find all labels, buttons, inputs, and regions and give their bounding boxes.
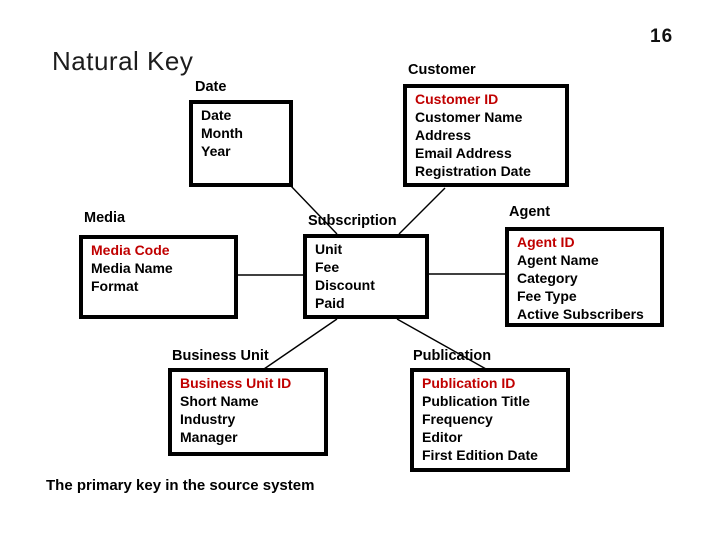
connector-subscription-business-unit bbox=[263, 318, 338, 370]
attribute: Registration Date bbox=[415, 163, 531, 179]
attribute: Media Name bbox=[91, 260, 173, 276]
attribute: First Edition Date bbox=[422, 447, 538, 463]
entity-box-customer: Customer ID Customer Name Address Email … bbox=[403, 84, 569, 187]
attribute: Date bbox=[201, 107, 232, 123]
attribute: Year bbox=[201, 143, 231, 159]
slide-title: Natural Key bbox=[52, 46, 194, 76]
entity-label-publication: Publication bbox=[413, 348, 492, 364]
attribute: Fee bbox=[315, 259, 340, 275]
entity-label-customer: Customer bbox=[408, 62, 476, 78]
attribute: Industry bbox=[180, 411, 236, 427]
entity-box-business-unit: Business Unit ID Short Name Industry Man… bbox=[168, 368, 328, 456]
connector-customer-subscription bbox=[398, 187, 446, 235]
slide-caption: The primary key in the source system bbox=[46, 477, 315, 494]
attribute: Publication Title bbox=[422, 393, 530, 409]
entity-box-subscription: Unit Fee Discount Paid bbox=[303, 234, 429, 319]
entity-box-agent: Agent ID Agent Name Category Fee Type Ac… bbox=[505, 227, 664, 327]
attribute: Format bbox=[91, 278, 139, 294]
attribute: Active Subscribers bbox=[517, 306, 644, 322]
attribute: Address bbox=[415, 127, 472, 143]
entity-box-date: Date Month Year bbox=[189, 100, 293, 187]
attribute: Agent Name bbox=[517, 252, 599, 268]
key-attribute: Publication ID bbox=[422, 375, 516, 391]
entity-label-media: Media bbox=[84, 210, 126, 226]
key-attribute: Business Unit ID bbox=[180, 375, 292, 391]
attribute: Discount bbox=[315, 277, 375, 293]
attribute: Unit bbox=[315, 241, 343, 257]
key-attribute: Media Code bbox=[91, 242, 170, 258]
entity-label-date: Date bbox=[195, 79, 227, 95]
attribute: Paid bbox=[315, 295, 345, 311]
attribute: Category bbox=[517, 270, 578, 286]
entity-label-agent: Agent bbox=[509, 204, 551, 220]
attribute: Short Name bbox=[180, 393, 259, 409]
key-attribute: Customer ID bbox=[415, 91, 499, 107]
attribute: Manager bbox=[180, 429, 238, 445]
page-number: 16 bbox=[650, 26, 674, 47]
entity-label-business-unit: Business Unit bbox=[172, 348, 269, 364]
attribute: Editor bbox=[422, 429, 463, 445]
entity-label-subscription: Subscription bbox=[308, 213, 397, 229]
entity-box-publication: Publication ID Publication Title Frequen… bbox=[410, 368, 570, 472]
attribute: Frequency bbox=[422, 411, 493, 427]
entity-box-media: Media Code Media Name Format bbox=[79, 235, 238, 319]
attribute: Email Address bbox=[415, 145, 512, 161]
attribute: Fee Type bbox=[517, 288, 577, 304]
attribute: Customer Name bbox=[415, 109, 523, 125]
attribute: Month bbox=[201, 125, 243, 141]
key-attribute: Agent ID bbox=[517, 234, 575, 250]
